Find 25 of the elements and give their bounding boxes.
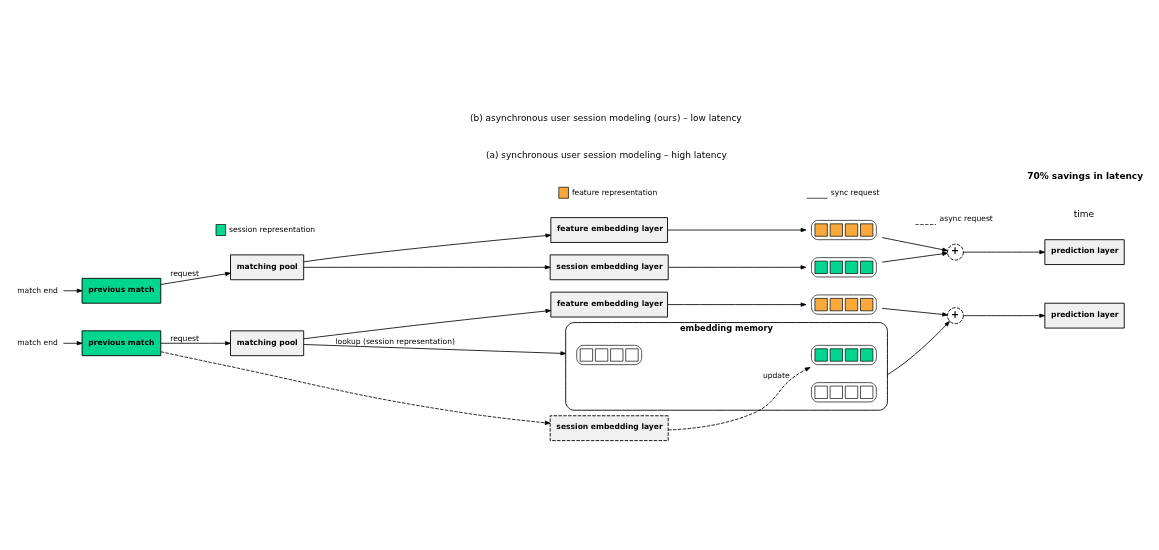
label: (a) synchronous user session modeling – high latency [485,149,727,160]
arrow [667,302,807,307]
arrow [63,340,83,345]
arrow [667,366,811,430]
arrow [160,271,231,285]
label: time [1073,208,1095,219]
arrow [963,249,1045,254]
arrow [160,350,551,425]
arrow [303,343,567,355]
arrow [160,340,231,345]
node-circle: + [947,306,964,324]
label: (b) asynchronous user session modeling (ours) – low latency [470,112,742,123]
arrow [887,320,950,375]
arrow [667,227,807,232]
node-circle: + [947,243,964,260]
arrow [881,307,948,317]
arrow [303,308,552,339]
arrow [303,232,552,262]
arrow [881,251,948,263]
arrow [963,313,1045,318]
arrow [881,236,948,252]
arrow [303,264,551,269]
arrow [63,288,83,293]
label: 70% savings in latency [1027,170,1144,181]
arrow [668,264,807,269]
